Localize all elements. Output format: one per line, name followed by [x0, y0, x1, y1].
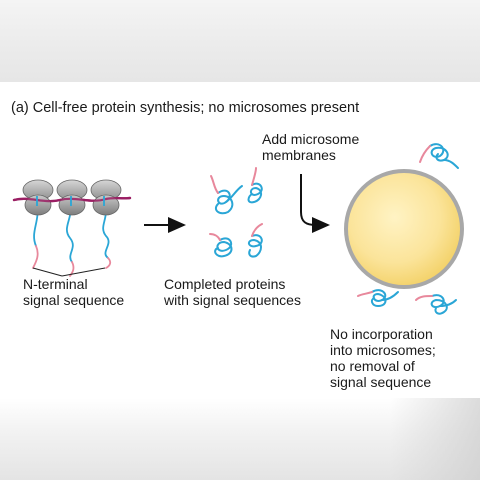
- ribosome-icon: [22, 179, 54, 216]
- protein-icon: [248, 223, 263, 258]
- exit-channels: [36, 196, 105, 206]
- protein-icon: [210, 175, 243, 215]
- add-microsome-label: Add microsome membranes: [262, 131, 360, 163]
- protein-icon: [209, 233, 233, 258]
- signal-sequence-1: [32, 245, 39, 269]
- n-terminal-label: N-terminal signal sequence: [23, 276, 125, 308]
- completed-proteins-label: Completed proteins with signal sequences: [164, 276, 301, 308]
- microsome-icon: [344, 169, 464, 289]
- signal-sequence-2: [69, 261, 75, 277]
- protein-icon: [419, 143, 459, 169]
- protein-icon: [357, 289, 399, 307]
- signal-sequence-3: [105, 257, 112, 269]
- top-background-band: [0, 0, 480, 82]
- no-incorporation-label: No incorporation into microsomes; no rem…: [330, 326, 436, 390]
- free-proteins: [357, 143, 459, 315]
- nascent-chains: [32, 204, 112, 277]
- completed-proteins: [209, 167, 263, 258]
- pointer-lines: [32, 267, 106, 277]
- ribosome-icon: [56, 179, 88, 216]
- nascent-chain-2: [66, 204, 74, 263]
- arrow-icon: [300, 174, 330, 233]
- protein-icon: [415, 294, 457, 315]
- diagram-title: (a) Cell-free protein synthesis; no micr…: [11, 100, 360, 116]
- protein-icon: [247, 167, 263, 204]
- bottom-background-band: [0, 398, 480, 480]
